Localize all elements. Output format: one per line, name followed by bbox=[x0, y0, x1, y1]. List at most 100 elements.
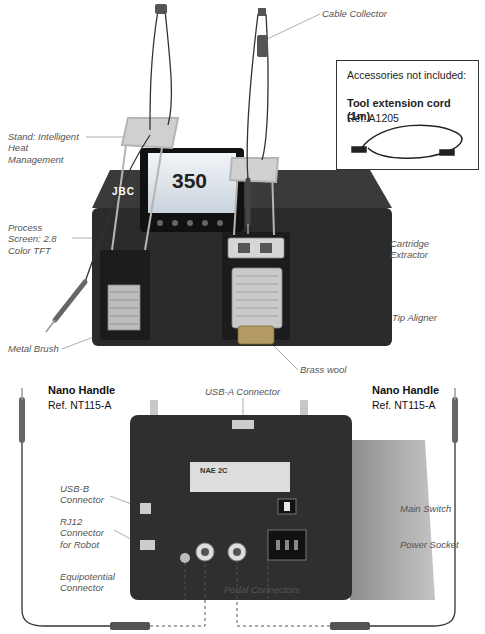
box-text: Ref. A1205 bbox=[347, 112, 472, 125]
callout-label: Cartridge Extractor bbox=[390, 238, 450, 261]
nano-handle bbox=[454, 388, 456, 400]
handle-cable bbox=[22, 440, 455, 630]
usb-a-port bbox=[232, 420, 254, 429]
station-back bbox=[130, 415, 352, 600]
callout-label: USB-B Connector bbox=[60, 483, 110, 506]
power-socket bbox=[268, 530, 306, 560]
nano-handle bbox=[55, 282, 85, 320]
station-body bbox=[100, 250, 150, 340]
handle-cable bbox=[110, 622, 150, 630]
handle-name: Nano Handle bbox=[48, 384, 115, 397]
extension-cord bbox=[440, 150, 454, 155]
brand-logo: JBC bbox=[112, 186, 135, 198]
box-text: Accessories not included: bbox=[347, 69, 472, 82]
handle-cable bbox=[150, 562, 205, 626]
handle-ref: Ref. NT115-A bbox=[372, 399, 435, 412]
cartridge-extractor bbox=[228, 238, 284, 258]
tip-aligner bbox=[232, 268, 282, 328]
nano-handle bbox=[19, 400, 25, 440]
usb-b-port bbox=[140, 503, 151, 514]
equipotential-connector bbox=[180, 553, 190, 563]
cable-collector bbox=[258, 8, 266, 16]
station-back bbox=[350, 440, 435, 600]
cartridge-extractor bbox=[260, 243, 272, 253]
handle-cable bbox=[185, 563, 186, 600]
callout-label: Pedal Connectors bbox=[224, 584, 300, 595]
process-screen bbox=[172, 220, 178, 226]
callout-label: Equipotential Connector bbox=[60, 571, 130, 594]
handle-name: Nano Handle bbox=[372, 384, 439, 397]
screen-value: 350 bbox=[172, 168, 207, 193]
callout-label: Tip Aligner bbox=[392, 312, 437, 323]
callout-label: Brass wool bbox=[300, 364, 346, 375]
pedal-connector bbox=[196, 543, 246, 561]
cable-collector bbox=[247, 14, 258, 180]
brass-wool bbox=[238, 326, 274, 344]
stand-wire bbox=[230, 158, 278, 182]
usb-b-port bbox=[140, 503, 151, 514]
power-socket bbox=[294, 540, 298, 550]
station-back bbox=[190, 462, 290, 492]
nano-handle bbox=[452, 400, 458, 440]
equipotential-connector bbox=[180, 553, 190, 563]
tip-aligner bbox=[236, 276, 278, 316]
main-switch bbox=[278, 499, 296, 514]
nano-handle bbox=[85, 135, 150, 282]
process-screen bbox=[148, 153, 236, 213]
cartridge-extractor bbox=[238, 243, 250, 253]
cable-collector bbox=[150, 10, 158, 130]
nano-handle bbox=[247, 224, 249, 234]
pedal-connector bbox=[196, 543, 214, 561]
extension-cord bbox=[352, 125, 462, 158]
callout-label: USB-A Connector bbox=[205, 386, 280, 397]
cartridge-extractor bbox=[228, 238, 284, 258]
nano-handle bbox=[246, 180, 251, 224]
power-socket bbox=[285, 540, 289, 550]
main-switch bbox=[284, 502, 290, 511]
callout-label: Power Socket bbox=[400, 539, 459, 550]
brass-wool bbox=[238, 326, 274, 344]
rj12-port bbox=[140, 540, 155, 550]
extension-cord bbox=[352, 147, 366, 152]
callout-label: RJ12 Connector for Robot bbox=[60, 516, 116, 550]
handle-ref: Ref. NT115-A bbox=[48, 399, 111, 412]
callout-label: Main Switch bbox=[400, 503, 451, 514]
process-screen bbox=[157, 220, 163, 226]
nano-handle bbox=[21, 388, 23, 400]
handle-cable bbox=[370, 440, 455, 626]
extension-cord bbox=[360, 125, 462, 158]
metal-brush bbox=[108, 285, 140, 330]
accessory-box: Accessories not included:Tool extension … bbox=[336, 60, 479, 170]
main-switch bbox=[278, 499, 296, 514]
cable-collector bbox=[155, 4, 167, 14]
station-body bbox=[222, 232, 290, 340]
cable-collector bbox=[165, 10, 171, 125]
nano-handle bbox=[46, 320, 55, 332]
callout-label: Cable Collector bbox=[322, 8, 387, 19]
power-socket bbox=[268, 530, 306, 560]
pedal-connector bbox=[233, 548, 241, 556]
station-back bbox=[130, 400, 435, 600]
callout-label: Stand: Intelligent Heat Management bbox=[8, 131, 86, 165]
model-plate: NAE 2C bbox=[200, 466, 228, 475]
process-screen bbox=[202, 220, 208, 226]
metal-brush bbox=[110, 292, 138, 324]
process-screen bbox=[187, 220, 193, 226]
process-screen bbox=[217, 220, 223, 226]
cable-collector bbox=[150, 4, 268, 180]
power-socket bbox=[276, 540, 280, 550]
metal-brush bbox=[108, 285, 140, 330]
cable-collector bbox=[257, 35, 268, 57]
stand-wire bbox=[112, 118, 278, 250]
pedal-connector bbox=[201, 548, 209, 556]
handle-cable bbox=[330, 622, 370, 630]
callout-label: Process Screen: 2.8 Color TFT bbox=[8, 222, 70, 256]
nano-handle bbox=[46, 135, 248, 332]
rj12-port bbox=[140, 540, 155, 550]
pedal-connector bbox=[228, 543, 246, 561]
callout-label: Metal Brush bbox=[8, 343, 59, 354]
usb-a-port bbox=[232, 420, 254, 429]
tip-aligner bbox=[232, 268, 282, 328]
leader-line bbox=[265, 14, 320, 40]
